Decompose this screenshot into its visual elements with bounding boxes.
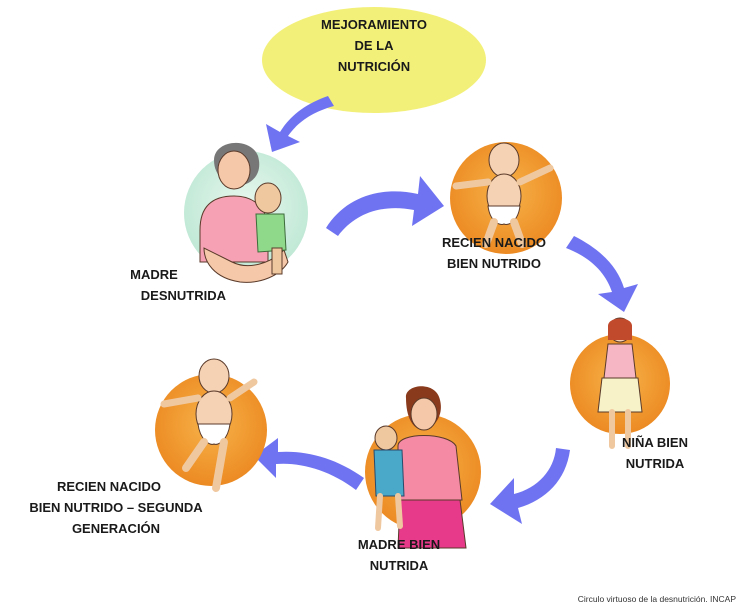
nina-line-1: NIÑA BIEN	[622, 435, 688, 450]
nina-line-2: NUTRIDA	[625, 456, 685, 471]
nina-label: NIÑA BIEN NUTRIDA	[600, 432, 710, 474]
recien-nacido-figure	[452, 142, 554, 248]
madre-bien-figure	[373, 386, 467, 549]
madre-bien-line-1: MADRE BIEN	[357, 537, 441, 552]
madre-desnutrida-figure	[199, 142, 289, 283]
segunda-generacion-label: RECIEN NACIDO BIEN NUTRIDO – SEGUNDA GEN…	[6, 476, 226, 539]
segunda-baby-figure	[160, 358, 258, 492]
improvement-ellipse	[262, 7, 486, 113]
top-ellipse-label: MEJORAMIENTO DE LA NUTRICIÓN	[304, 14, 444, 77]
arrow-madrebien-to-segunda	[254, 438, 364, 490]
recien-nacido-line-1: RECIEN NACIDO	[441, 235, 546, 250]
top-label-line-1: MEJORAMIENTO	[321, 17, 427, 32]
recien-nacido-line-2: BIEN NUTRIDO	[447, 256, 541, 271]
segunda-line-1: RECIEN NACIDO	[56, 479, 161, 494]
source-caption: Circulo virtuoso de la desnutrición. INC…	[577, 594, 736, 604]
madre-desnutrida-line-1: MADRE	[130, 267, 178, 282]
madre-desnutrida-label: MADRE DESNUTRIDA	[96, 264, 226, 306]
top-label-line-3: NUTRICIÓN	[337, 59, 411, 74]
arrow-nina-to-madrebien	[490, 448, 570, 524]
arrow-reciennacido-to-nina	[566, 236, 638, 312]
madre-desnutrida-line-2: DESNUTRIDA	[140, 288, 226, 303]
segunda-line-3: GENERACIÓN	[71, 521, 161, 536]
madre-bien-label: MADRE BIEN NUTRIDA	[334, 534, 464, 576]
nina-figure	[597, 317, 643, 449]
top-label-line-2: DE LA	[354, 38, 394, 53]
madre-bien-line-2: NUTRIDA	[369, 558, 429, 573]
recien-nacido-label: RECIEN NACIDO BIEN NUTRIDO	[424, 232, 564, 274]
arrow-madre-to-reciennacido	[326, 176, 444, 236]
segunda-line-2: BIEN NUTRIDO – SEGUNDA	[29, 500, 203, 515]
arrow-ellipse-to-madre	[266, 96, 334, 152]
